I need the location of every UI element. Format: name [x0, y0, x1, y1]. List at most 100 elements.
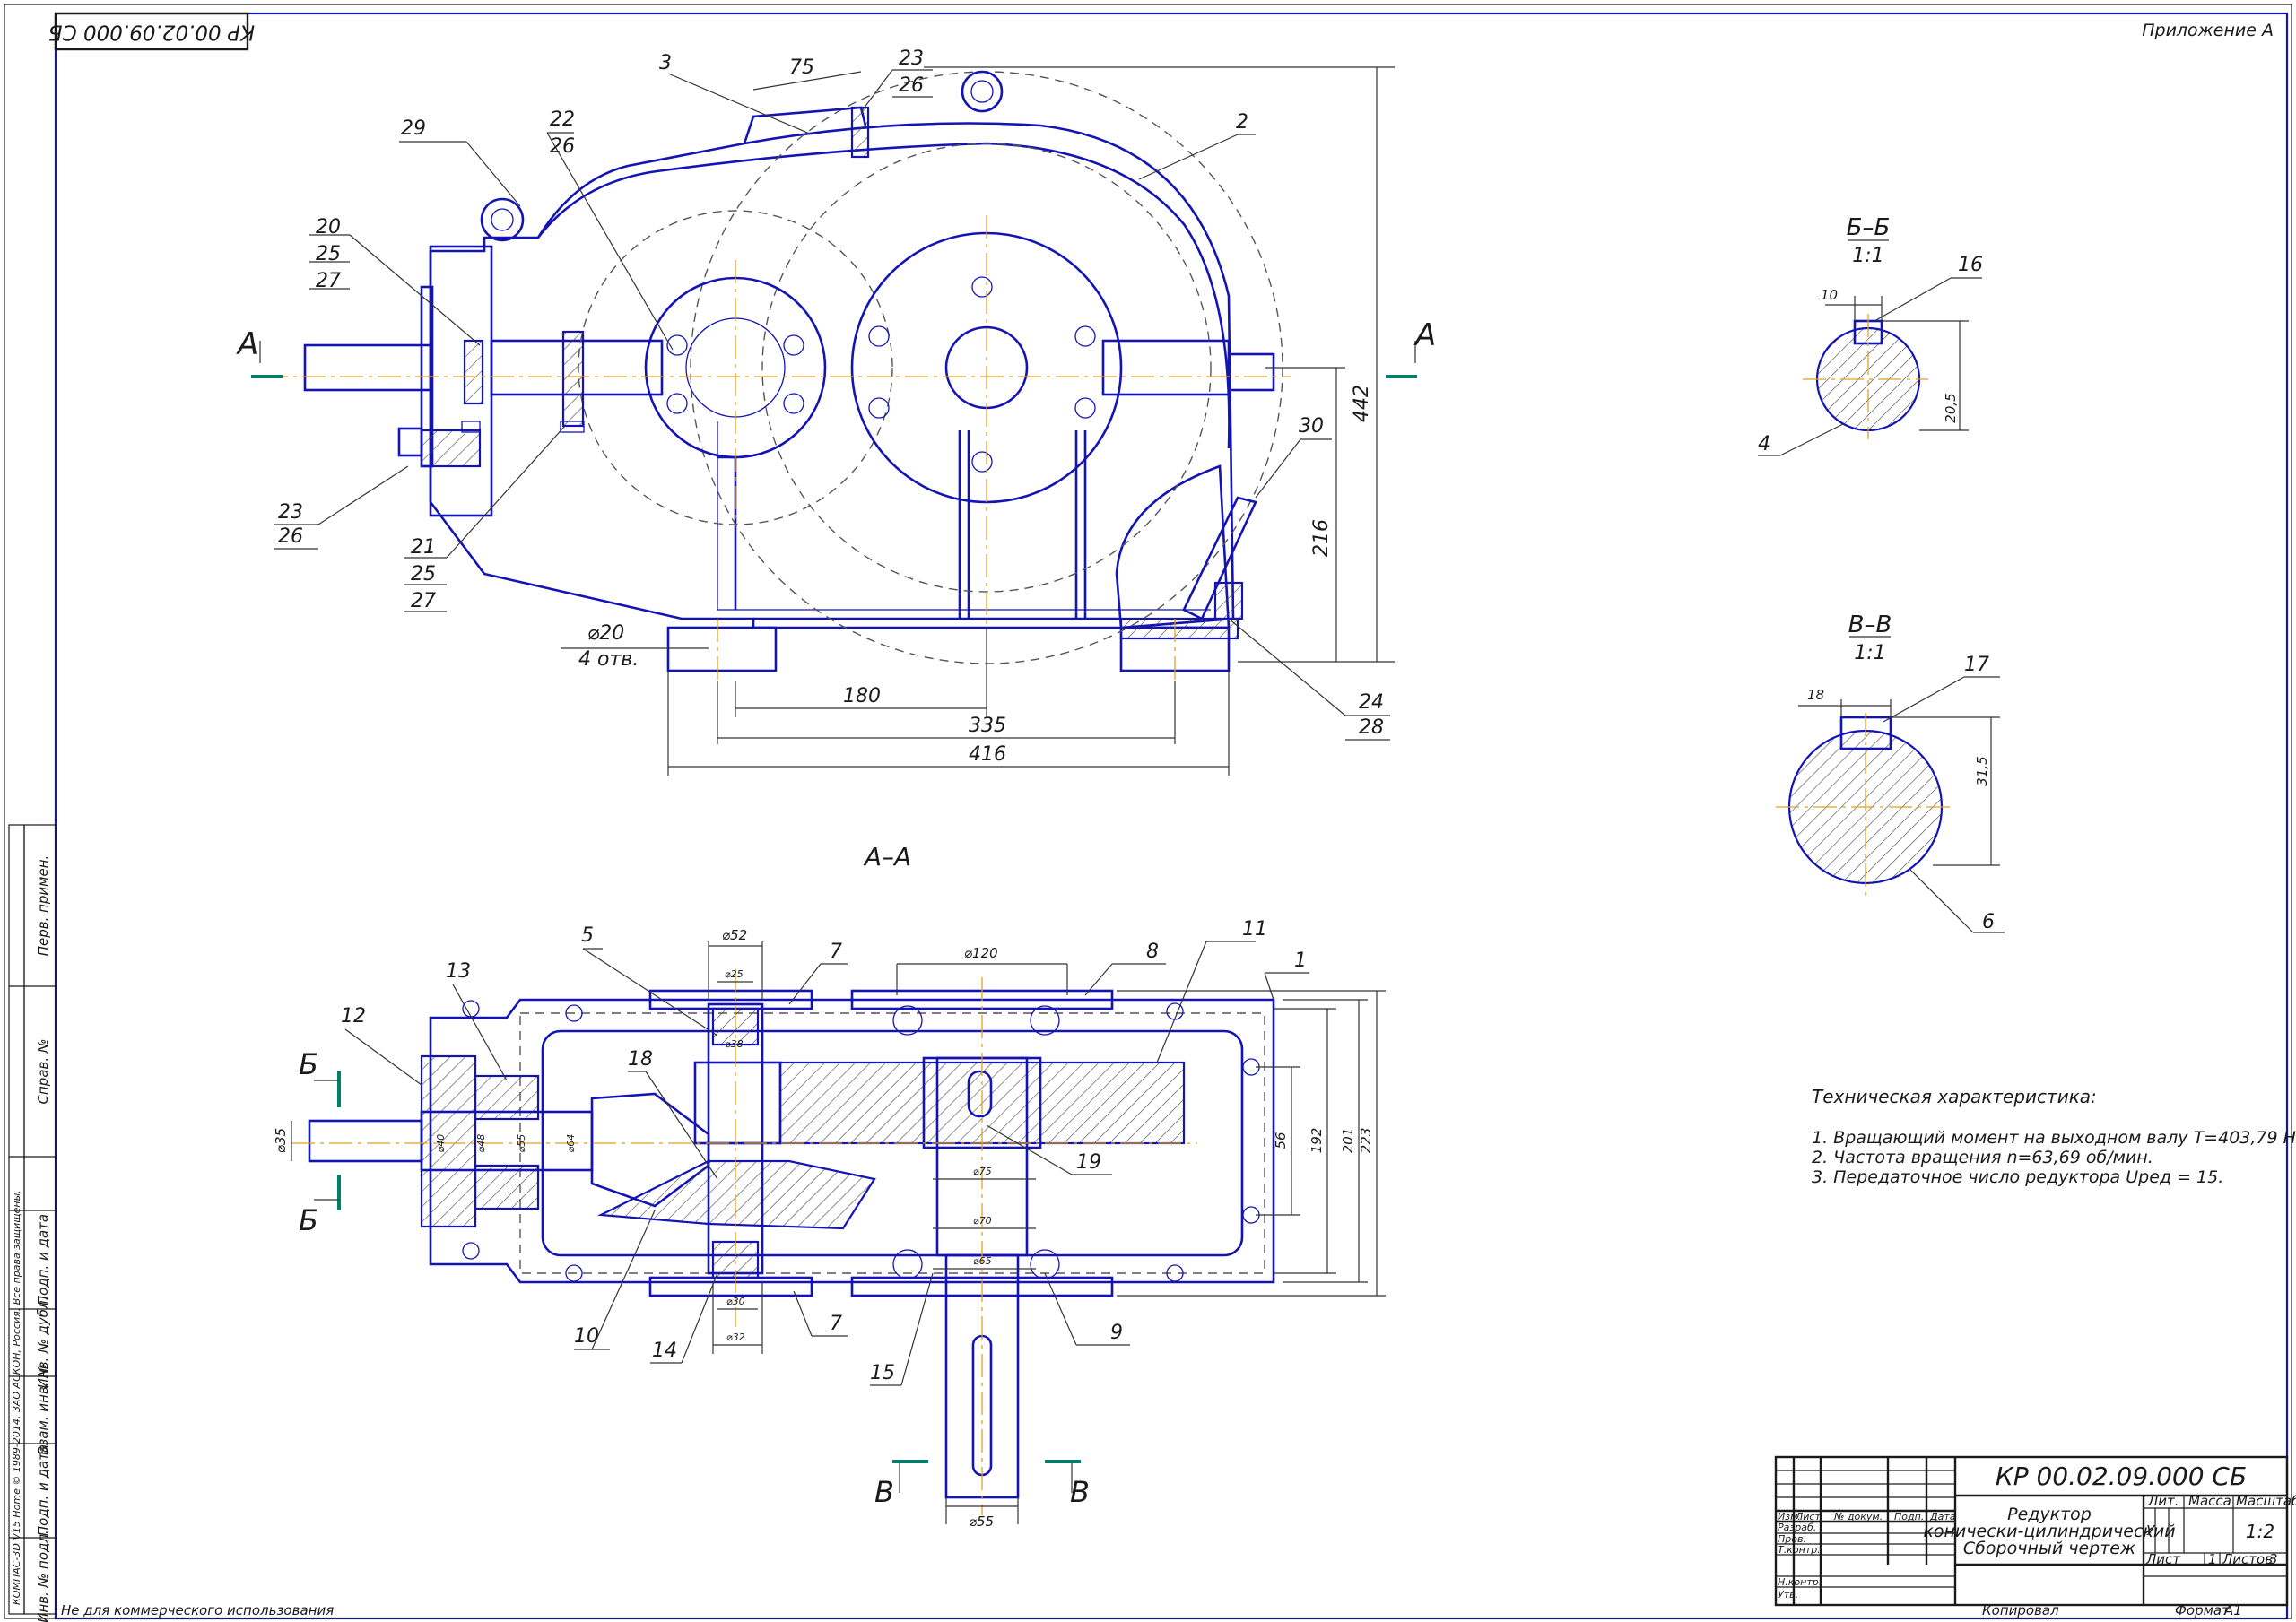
- format-label: Формат: [2175, 1602, 2231, 1618]
- strip-sprav-no: Справ. №: [35, 1039, 51, 1105]
- callout-23-left: 23: [278, 501, 303, 524]
- dim-hole-n: 4 отв.: [578, 648, 639, 671]
- section-BB-scale: 1:1: [1852, 245, 1883, 267]
- tb-sheets-no: 3: [2269, 1551, 2278, 1567]
- rotated-code: КР 00.02.09.000 СБ: [48, 21, 255, 44]
- plan-dim-64: ⌀64: [565, 1134, 577, 1153]
- format-value: А1: [2223, 1602, 2242, 1618]
- dim-hole-d: ⌀20: [587, 622, 624, 645]
- plan-dim-65: ⌀65: [973, 1255, 992, 1267]
- callout-14: 14: [652, 1340, 677, 1362]
- callout-5: 5: [581, 924, 594, 947]
- callout-21-b: 25: [411, 563, 436, 585]
- callout-1: 1: [1294, 950, 1307, 972]
- callout-6: 6: [1982, 911, 1995, 933]
- plan-dim-56: 56: [1273, 1132, 1289, 1149]
- callout-4: 4: [1758, 433, 1770, 455]
- callout-23-top-b: 26: [899, 74, 924, 97]
- section-VV: В–В 1:1 18 31,5 17 6: [1776, 612, 2005, 933]
- cut-label-V-right: В: [1070, 1475, 1090, 1509]
- tech-line-1: 1. Вращающий момент на выходном валу Т=4…: [1812, 1128, 2296, 1148]
- callout-20-c: 27: [316, 270, 341, 292]
- dim-216: 216: [1310, 519, 1333, 557]
- plan-dim-75: ⌀75: [973, 1166, 992, 1177]
- hub-bolts: [666, 276, 1096, 473]
- plan-dim-192: 192: [1309, 1128, 1325, 1154]
- dim-180: 180: [843, 685, 881, 707]
- front-dims: 442 216 180 335 416 75 ⌀20 4 отв.: [561, 56, 1395, 776]
- plan-dim-25: ⌀25: [725, 968, 744, 980]
- plan-dim-55b: ⌀55: [969, 1514, 994, 1530]
- tb-utv: Утв.: [1778, 1589, 1798, 1600]
- callout-8: 8: [1146, 941, 1159, 963]
- tb-izm: Изм.: [1778, 1511, 1801, 1522]
- rotated-code-box: КР 00.02.09.000 СБ: [48, 12, 255, 51]
- callout-21-c: 27: [411, 590, 436, 612]
- callout-17: 17: [1964, 654, 1989, 676]
- tb-name-2: конически-цилиндрический: [1923, 1522, 2175, 1541]
- tb-name-3: Сборочный чертеж: [1963, 1539, 2135, 1558]
- dim-416: 416: [969, 743, 1006, 766]
- tb-data: Дата: [1929, 1511, 1956, 1522]
- callout-22-b: 26: [550, 135, 575, 158]
- tb-razrab: Разраб.: [1778, 1522, 1816, 1533]
- section-BB-title: Б–Б: [1847, 214, 1891, 241]
- cut-label-A-left: А: [236, 326, 258, 362]
- callout-3: 3: [659, 52, 672, 74]
- section-VV-scale: 1:1: [1854, 642, 1885, 664]
- tech-line-3: 3. Передаточное число редуктора Uред = 1…: [1812, 1167, 2223, 1187]
- callout-19: 19: [1076, 1151, 1101, 1174]
- tb-name-1: Редуктор: [2007, 1505, 2092, 1524]
- strip-perv-primen: Перв. примен.: [35, 855, 51, 957]
- kompas-note: КОМПАС-3D V15 Home © 1989-2014, ЗАО АСКО…: [11, 1190, 22, 1605]
- left-strip: Перв. примен. Справ. № Подп. и дата Инв.…: [8, 824, 57, 1622]
- dim-442: 442: [1351, 385, 1373, 422]
- callout-7-bottom: 7: [830, 1313, 842, 1335]
- plan-dims: ⌀52 ⌀25 ⌀38 ⌀120 ⌀35 ⌀40 ⌀48 ⌀55 ⌀64 ⌀75…: [273, 927, 1386, 1530]
- tb-designation: КР 00.02.09.000 СБ: [1996, 1462, 2247, 1491]
- plan-dim-40: ⌀40: [435, 1134, 447, 1153]
- title-block: КР 00.02.09.000 СБ Редуктор конически-ци…: [1774, 1455, 2296, 1607]
- copied-label: Копировал: [1982, 1602, 2059, 1618]
- sheet-frame: [4, 4, 2292, 1620]
- plan-dim-32: ⌀32: [726, 1331, 745, 1343]
- strip-inv-dubl: Инв. № дубл.: [35, 1297, 51, 1389]
- callout-24: 24: [1359, 691, 1384, 714]
- tb-doc-no: № докум.: [1833, 1511, 1883, 1522]
- tb-prov: Пров.: [1778, 1533, 1806, 1545]
- callout-9: 9: [1110, 1322, 1123, 1344]
- cut-marks-B-V: Б Б В В: [299, 1047, 1090, 1509]
- bb-dim-depth: 20,5: [1943, 393, 1959, 422]
- strip-inv-podl: Инв. № подл.: [35, 1530, 51, 1622]
- tb-sheet-no: 1: [2208, 1551, 2217, 1567]
- tb-lit-value: У: [2146, 1522, 2155, 1539]
- callout-23-top: 23: [899, 48, 924, 70]
- plan-dim-55a: ⌀55: [516, 1134, 527, 1153]
- vv-dim-key: 18: [1807, 687, 1824, 703]
- tb-scale: 1:2: [2246, 1521, 2274, 1542]
- cut-marks-A: А А: [236, 317, 1436, 378]
- callout-24-b: 28: [1359, 716, 1384, 739]
- strip-podp-data-2: Подп. и дата: [35, 1444, 51, 1536]
- cut-label-A-right: А: [1413, 317, 1436, 353]
- bb-dim-key: 10: [1821, 287, 1838, 303]
- cut-label-V-left: В: [874, 1475, 894, 1509]
- callout-10: 10: [574, 1325, 599, 1348]
- plan-callouts: 5 7 8 11 1 12 13 18 19 10 14 7 15: [341, 918, 1309, 1386]
- plan-view: [291, 968, 1275, 1515]
- plan-dim-52: ⌀52: [722, 927, 747, 943]
- plan-bolts: [462, 1000, 1260, 1282]
- tb-nkontr: Н.контр.: [1778, 1576, 1822, 1588]
- cut-label-B-bottom: Б: [299, 1203, 318, 1237]
- callout-23-left-b: 26: [278, 525, 303, 548]
- footer-note: Не для коммерческого использования: [61, 1602, 334, 1618]
- strip-vzam-inv: Взам. инв. №: [35, 1364, 51, 1455]
- tb-masshtab: Масштаб: [2236, 1493, 2296, 1509]
- callout-30: 30: [1299, 415, 1324, 438]
- section-AA-title: А–А: [863, 842, 911, 872]
- vv-dim-depth: 31,5: [1974, 756, 1990, 785]
- tb-podp: Подп.: [1894, 1511, 1924, 1522]
- strip-podp-data-1: Подп. и дата: [35, 1214, 51, 1305]
- tb-sheets-label: Листов: [2222, 1551, 2273, 1567]
